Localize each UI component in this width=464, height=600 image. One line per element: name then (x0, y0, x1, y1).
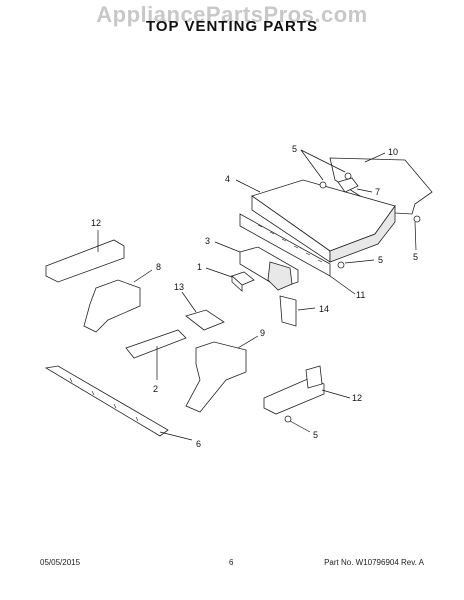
leader-lines (97, 149, 417, 441)
callout-6: 6 (196, 439, 201, 449)
part-3-blower-motor (239, 246, 299, 291)
callout-5-mid: 5 (378, 255, 383, 265)
part-13-plate (185, 309, 225, 331)
footer-page-number: 6 (229, 558, 234, 567)
part-12-right-bracket (263, 365, 325, 415)
callout-12-upper: 12 (91, 218, 101, 228)
part-14-bracket (279, 295, 297, 327)
callout-14: 14 (319, 304, 329, 314)
watermark: AppliancePartsPros.com (96, 2, 368, 27)
callout-3: 3 (205, 236, 210, 246)
part-6-rail (44, 365, 169, 437)
part-2-channel (125, 329, 187, 359)
page-title: TOP VENTING PARTS (145, 18, 319, 35)
callout-8: 8 (156, 262, 161, 272)
callout-1: 1 (197, 262, 202, 272)
part-8-duct-elbow (83, 279, 141, 333)
footer-date: 05/05/2015 (40, 558, 81, 567)
part-1-switch (231, 271, 255, 292)
callout-12-lower: 12 (352, 393, 362, 403)
part-5-screws (284, 172, 421, 423)
callout-9: 9 (260, 328, 265, 338)
part-4-vent-duct (239, 179, 396, 277)
callout-7: 7 (375, 187, 380, 197)
callout-5-top: 5 (292, 144, 297, 154)
part-9-duct-bracket (185, 341, 247, 413)
callout-2: 2 (153, 384, 158, 394)
callout-11: 11 (356, 290, 365, 300)
callout-5-bottom: 5 (313, 430, 318, 440)
part-12-left-bracket (45, 239, 125, 283)
callout-5-right: 5 (413, 252, 418, 262)
footer-part-number: Part No. W10796904 Rev. A (324, 558, 424, 567)
callout-4: 4 (225, 174, 230, 184)
callout-10: 10 (388, 147, 398, 157)
callout-13: 13 (174, 282, 184, 292)
